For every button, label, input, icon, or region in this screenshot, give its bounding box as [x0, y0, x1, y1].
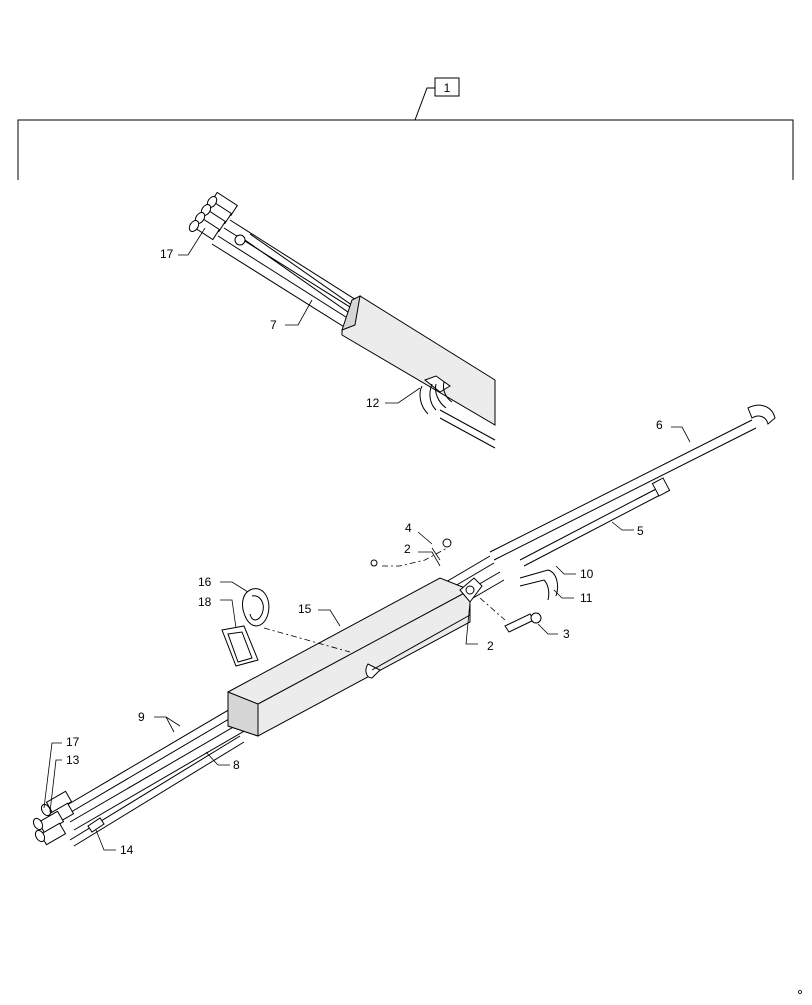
leader-17-upper — [178, 227, 206, 256]
hose-6 — [493, 427, 757, 561]
callout-5: 5 — [637, 524, 644, 538]
hose-6-elbow — [747, 404, 776, 425]
bolt-3-head — [530, 612, 542, 624]
elbow-fitting — [365, 663, 381, 679]
bolt-head — [465, 585, 475, 595]
leader-16 — [220, 581, 249, 593]
callout-6: 6 — [656, 418, 663, 432]
leader-2a — [418, 551, 441, 567]
leader-3 — [537, 623, 558, 635]
callout-11: 11 — [580, 591, 593, 605]
upper-hose-line — [439, 409, 496, 441]
centerline-3 — [479, 597, 506, 621]
hose-5-fitting — [651, 477, 671, 497]
assembly-callout-box — [434, 77, 460, 97]
leader-14 — [95, 829, 116, 851]
leader-18 — [220, 599, 237, 629]
upper-detail-view: 17 7 12 — [160, 191, 496, 449]
leader-11 — [553, 589, 574, 599]
leader-8 — [205, 751, 230, 766]
washer — [370, 559, 378, 567]
nut-4 — [442, 538, 452, 548]
leader-12 — [385, 387, 421, 404]
fitting-end — [32, 817, 44, 831]
centerline-16 — [263, 627, 351, 653]
hose-10 — [519, 569, 559, 597]
corner-mark — [798, 990, 802, 994]
oring-16-inner — [249, 595, 264, 621]
coupler — [234, 234, 246, 246]
hose-5 — [523, 493, 663, 567]
seal-18-inner — [227, 631, 253, 663]
leader-5 — [611, 521, 634, 531]
leader-4 — [431, 547, 441, 561]
callout-2a: 2 — [404, 542, 411, 556]
main-view: 4 2 2 3 5 6 10 11 15 16 18 9 8 17 13 14 — [32, 404, 776, 857]
hose-6 — [489, 419, 753, 553]
callout-4: 4 — [405, 521, 412, 535]
elbow-fitting-12 — [435, 381, 453, 409]
callout-13: 13 — [66, 753, 80, 767]
leader-4b — [417, 531, 433, 545]
leader-10 — [555, 565, 576, 575]
shield-15-end — [227, 691, 259, 737]
leader-7 — [285, 299, 313, 326]
callout-18: 18 — [198, 595, 212, 609]
upper-hose-line — [439, 417, 496, 449]
callout-17-upper: 17 — [160, 247, 174, 261]
leader-9 — [154, 716, 181, 733]
upper-shield-end — [341, 295, 361, 331]
callout-14: 14 — [120, 843, 134, 857]
bolt-3-shank — [504, 613, 535, 633]
pin-14 — [87, 817, 105, 833]
hose-5 — [519, 487, 659, 561]
callout-1: 1 — [444, 81, 451, 95]
hose-11 — [519, 579, 550, 601]
seal-18 — [221, 625, 259, 667]
hose-lower — [73, 741, 245, 847]
callout-16: 16 — [198, 575, 212, 589]
assembly-bracket: 1 — [17, 77, 794, 180]
callout-10: 10 — [580, 567, 594, 581]
bracket-line — [17, 87, 794, 180]
fitting-end — [188, 220, 200, 232]
callout-9: 9 — [138, 710, 145, 724]
leader-13 — [49, 759, 62, 813]
upper-shield — [341, 295, 496, 426]
fitting-end — [34, 829, 46, 843]
callout-17-lower: 17 — [66, 735, 80, 749]
leader-2b — [465, 601, 478, 645]
callout-15: 15 — [298, 602, 312, 616]
elbow-fitting-12 — [419, 383, 437, 415]
hose-short — [371, 614, 471, 671]
callout-8: 8 — [233, 758, 240, 772]
callout-3: 3 — [563, 627, 570, 641]
callout-7: 7 — [270, 318, 277, 332]
callout-12: 12 — [366, 396, 380, 410]
leader-6 — [671, 426, 691, 443]
upper-fittings — [188, 191, 246, 246]
leader-17-lower — [43, 742, 62, 809]
shield-15-edge — [257, 589, 471, 705]
lower-fittings — [32, 790, 105, 846]
centerline-4 — [382, 547, 448, 567]
oring-16 — [242, 588, 270, 627]
callout-2b: 2 — [487, 639, 494, 653]
leader-15 — [318, 609, 341, 627]
